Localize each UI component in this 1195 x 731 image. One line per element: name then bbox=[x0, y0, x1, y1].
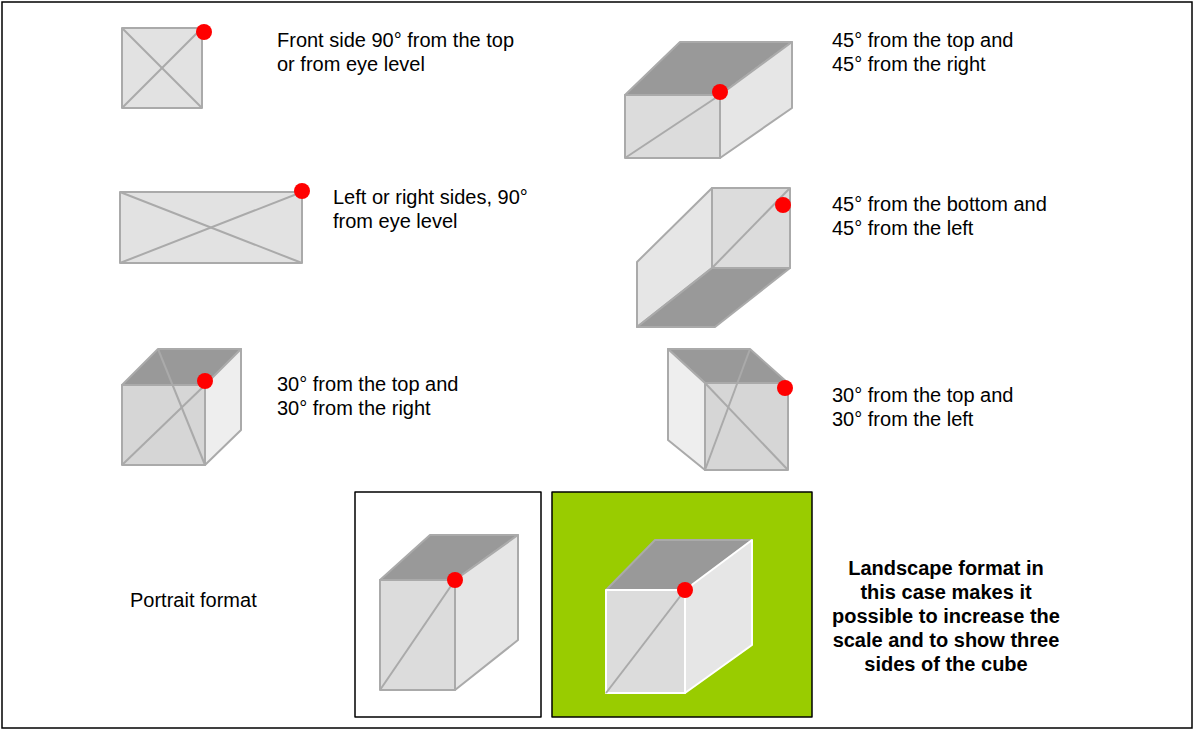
view-caption: 45° from the bottom and 45° from the lef… bbox=[832, 192, 1082, 240]
view-caption: 30° from the top and 30° from the right bbox=[277, 372, 492, 420]
view-caption: Front side 90° from the top or from eye … bbox=[277, 28, 517, 76]
view-caption: 30° from the top and 30° from the left bbox=[832, 383, 1047, 431]
view-caption: 45° from the top and 45° from the right bbox=[832, 28, 1047, 76]
format-caption: Portrait format bbox=[130, 588, 257, 612]
view-caption: Left or right sides, 90° from eye level bbox=[333, 185, 573, 233]
format-note: Landscape format in this case makes it p… bbox=[832, 556, 1060, 676]
